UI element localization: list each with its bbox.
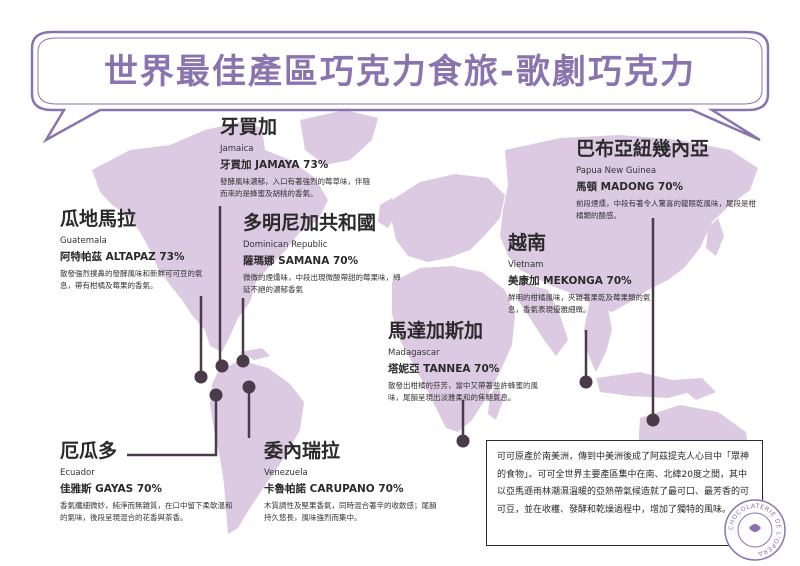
region-english-name: Ecuador bbox=[60, 468, 95, 478]
region-name: 委內瑞拉 bbox=[264, 440, 341, 462]
product-name: 馬頓 MADONG 70% bbox=[576, 181, 684, 193]
region-english-name: Papua New Guinea bbox=[576, 166, 657, 176]
marker-guatemala bbox=[194, 370, 208, 384]
page-title: 世界最佳產區巧克力食旅-歌劇巧克力 bbox=[103, 52, 697, 92]
region-madagascar: 馬達加斯加 Madagascar 塔妮亞 TANNEA 70% 散發出柑橘的芬芳… bbox=[388, 320, 538, 404]
region-name: 馬達加斯加 bbox=[388, 320, 484, 342]
product-description: 鮮明的柑橘風味，夾雜著果乾及莓果類的氣息，香氣表現優雅細緻。 bbox=[508, 293, 651, 314]
region-papua-new-guinea: 巴布亞紐幾內亞 Papua New Guinea 馬頓 MADONG 70% 前… bbox=[576, 138, 756, 222]
region-english-name: Madagascar bbox=[388, 348, 440, 358]
region-jamaica: 牙買加 Jamaica 牙買加 JAMAYA 73% 發酵風味濃郁，入口有著強烈… bbox=[220, 116, 370, 200]
marker-venezuela bbox=[242, 380, 256, 394]
south-america-landmass bbox=[210, 360, 304, 534]
product-description: 木質調性及堅果香氣，同時混合著辛的收斂感；尾韻持久悠長，風味強烈而集中。 bbox=[264, 501, 437, 522]
asia-landmass bbox=[500, 135, 758, 312]
caribbean-landmass bbox=[240, 348, 270, 360]
product-description: 前段煙燻，中段有著令人驚喜的龍眼乾風味，尾段是柑橘類的酸感。 bbox=[576, 199, 756, 220]
region-name: 瓜地馬拉 bbox=[60, 208, 137, 230]
region-name: 牙買加 bbox=[220, 116, 278, 138]
product-description: 散發出柑橘的芬芳，當中又帶著些許蜂蜜的風味，尾韻呈現出淡雅柔和的焦糖氣息。 bbox=[388, 381, 538, 402]
product-name: 薩瑪娜 SAMANA 70% bbox=[243, 255, 359, 267]
madagascar-landmass bbox=[488, 385, 503, 420]
africa-landmass bbox=[392, 266, 515, 432]
product-name: 卡魯帕諾 CARUPANO 70% bbox=[264, 483, 404, 495]
region-name: 厄瓜多 bbox=[60, 440, 118, 462]
connector-lines bbox=[127, 206, 655, 457]
product-name: 阿特帕茲 ALTAPAZ 73% bbox=[60, 251, 185, 263]
region-english-name: Venezuela bbox=[264, 468, 308, 478]
marker-dominican bbox=[236, 354, 250, 368]
marker-png bbox=[646, 413, 660, 427]
png-landmass bbox=[672, 378, 716, 400]
region-english-name: Jamaica bbox=[220, 144, 254, 154]
marker-ecuador bbox=[209, 388, 223, 402]
product-description: 微微的煙燻味，中段出現微酸帶甜的莓果味，綿延不絕的濃郁香氣 bbox=[243, 273, 401, 294]
southeast-asia-landmass bbox=[584, 300, 612, 372]
connector-ecuador bbox=[127, 396, 218, 457]
marker-madagascar bbox=[456, 434, 470, 448]
product-name: 佳雅斯 GAYAS 70% bbox=[60, 483, 162, 495]
region-venezuela: 委內瑞拉 Venezuela 卡魯帕諾 CARUPANO 70% 木質調性及堅果… bbox=[264, 440, 442, 524]
south-asia-landmass bbox=[518, 282, 568, 356]
info-box: 可可原產於南美洲，傳到中美洲後成了阿茲提克人心目中「眾神的食物」。可可全世界主要… bbox=[486, 440, 763, 546]
region-english-name: Dominican Republic bbox=[243, 240, 328, 250]
indonesia-landmass bbox=[596, 372, 690, 398]
region-name: 多明尼加共和國 bbox=[243, 212, 377, 234]
region-name: 巴布亞紐幾內亞 bbox=[576, 138, 710, 160]
marker-jamaica bbox=[215, 359, 229, 373]
chocolaterie-seal-logo: CHOCOLATERIE DE L'OPERA bbox=[724, 499, 786, 561]
uk-landmass bbox=[378, 198, 396, 228]
region-vietnam: 越南 Vietnam 美康加 MEKONGA 70% 鮮明的柑橘風味，夾雜著果乾… bbox=[508, 232, 658, 316]
product-name: 牙買加 JAMAYA 73% bbox=[220, 159, 329, 171]
region-english-name: Vietnam bbox=[508, 260, 544, 270]
north-america-landmass bbox=[92, 122, 328, 352]
origin-markers bbox=[194, 354, 660, 448]
greenland-landmass bbox=[300, 110, 378, 165]
info-text: 可可原產於南美洲，傳到中美洲後成了阿茲提克人心目中「眾神的食物」。可可全世界主要… bbox=[497, 452, 750, 515]
product-name: 塔妮亞 TANNEA 70% bbox=[388, 363, 500, 375]
region-english-name: Guatemala bbox=[60, 236, 107, 246]
region-ecuador: 厄瓜多 Ecuador 佳雅斯 GAYAS 70% 香氣纖細微妙，純淨而無雜質，… bbox=[60, 440, 236, 524]
marker-vietnam bbox=[579, 375, 593, 389]
product-name: 美康加 MEKONGA 70% bbox=[508, 275, 632, 287]
title-bubble bbox=[30, 30, 770, 144]
europe-landmass bbox=[392, 174, 505, 262]
product-description: 發酵風味濃郁，入口有著強烈的莓草味，伴隨而來的是蜂蜜及胡桃的香氣。 bbox=[220, 177, 370, 198]
region-name: 越南 bbox=[508, 232, 547, 254]
region-guatemala: 瓜地馬拉 Guatemala 阿特帕茲 ALTAPAZ 73% 散發強烈撲鼻的發… bbox=[60, 208, 210, 292]
product-description: 散發強烈撲鼻的發酵風味和新鮮可可豆的氣息，帶有柑橘及莓果的香氣。 bbox=[60, 269, 203, 290]
japan-landmass bbox=[706, 218, 724, 256]
region-dominican-republic: 多明尼加共和國 Dominican Republic 薩瑪娜 SAMANA 70… bbox=[243, 212, 405, 296]
product-description: 香氣纖細微妙，純淨而無雜質，在口中留下柔軟溫和的氣味，後段呈現混合的花香與茶香。 bbox=[60, 501, 233, 522]
